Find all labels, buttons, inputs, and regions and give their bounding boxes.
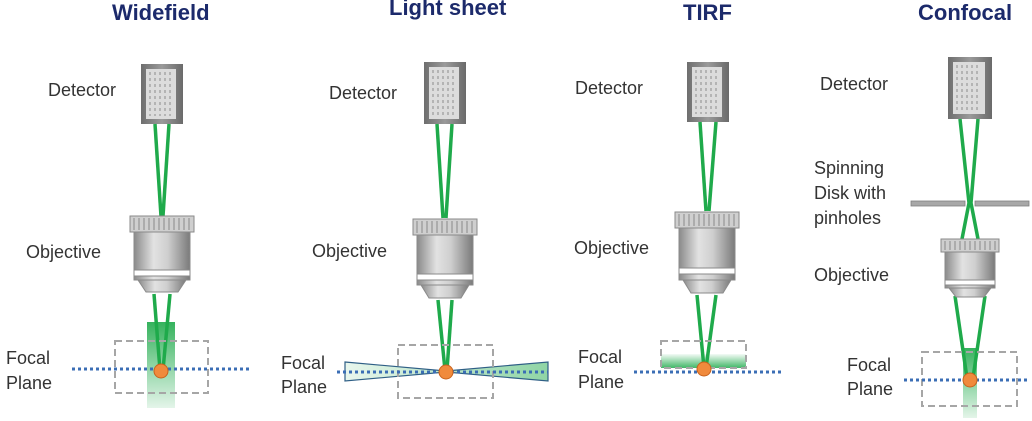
fluorophore-icon <box>696 361 712 377</box>
panel-confocal <box>904 57 1030 418</box>
detector-icon <box>948 57 992 119</box>
detector-label: Detector <box>820 74 889 94</box>
objective-label: Objective <box>574 238 650 258</box>
objective-label: Objective <box>312 241 388 261</box>
detector-icon <box>141 64 183 124</box>
beam-widefield <box>152 123 172 371</box>
objective-icon <box>129 215 195 293</box>
focal-plane-label-line1: Focal <box>281 353 326 373</box>
detector-icon <box>687 62 729 122</box>
fluorophore-icon <box>438 364 454 380</box>
focal-plane-label-line2: Plane <box>847 379 894 399</box>
objective-label: Objective <box>814 265 890 285</box>
panel-widefield <box>72 64 252 408</box>
detector-icon <box>424 62 466 124</box>
disk-label-line2: Disk with <box>814 183 887 203</box>
fluorophore-icon <box>153 363 169 379</box>
panel-title-tirf: TIRF <box>683 0 732 25</box>
beam-light-sheet <box>435 123 454 371</box>
panel-light-sheet <box>337 62 549 399</box>
focal-region-box-widefield <box>114 340 209 394</box>
focal-plane-label-line2: Plane <box>6 373 53 393</box>
objective-icon <box>412 218 478 299</box>
disk-label-line1: Spinning <box>814 158 885 178</box>
panel-title-confocal: Confocal <box>918 0 1013 25</box>
beam-confocal <box>953 118 987 379</box>
objective-label: Objective <box>26 242 102 262</box>
panel-title-widefield: Widefield <box>112 0 210 25</box>
tirf-evanescent-field <box>661 354 746 368</box>
focal-plane-label-line1: Focal <box>578 347 623 367</box>
panel-tirf <box>634 62 784 377</box>
panel-title-light-sheet: Light sheet <box>389 0 507 20</box>
objective-icon <box>674 211 740 294</box>
detector-label: Detector <box>48 80 117 100</box>
detector-label: Detector <box>329 83 398 103</box>
focal-plane-label-line2: Plane <box>578 372 625 392</box>
focal-plane-label-line1: Focal <box>847 355 892 375</box>
disk-label-line3: pinholes <box>814 208 882 228</box>
focal-plane-label-line1: Focal <box>6 348 51 368</box>
focal-plane-label-line2: Plane <box>281 377 328 397</box>
detector-label: Detector <box>575 78 644 98</box>
spinning-disk <box>910 200 1030 207</box>
objective-icon <box>940 238 1000 298</box>
fluorophore-icon <box>962 372 978 388</box>
